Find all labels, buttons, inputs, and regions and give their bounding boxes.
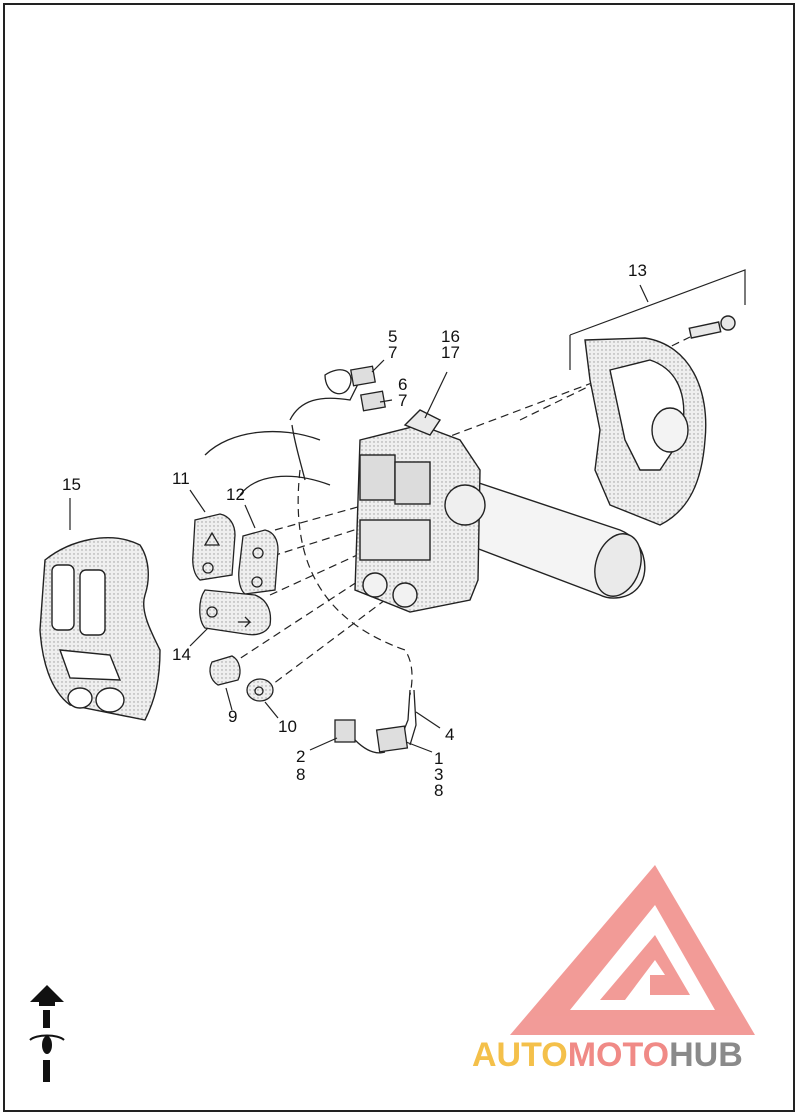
part-5-6-connectors — [324, 365, 386, 412]
callout-14: 14 — [172, 645, 191, 664]
callout-6: 6 — [398, 375, 407, 394]
callout-7-upper: 7 — [388, 343, 397, 362]
part-1-2-3-connectors — [334, 719, 409, 754]
callout-12: 12 — [226, 485, 245, 504]
callout-4: 4 — [445, 725, 454, 744]
part-12-switch-cap — [238, 529, 279, 595]
part-11-hazard-switch-cap — [192, 513, 236, 581]
callout-3: 3 — [434, 765, 443, 784]
callout-2: 2 — [296, 747, 305, 766]
watermark-moto: MOTO — [568, 1036, 669, 1074]
callout-7-lower: 7 — [398, 391, 407, 410]
handlebar-grip — [454, 479, 646, 599]
part-15-housing-cover — [39, 537, 161, 721]
callout-10: 10 — [278, 717, 297, 736]
callout-11: 11 — [172, 469, 190, 488]
watermark-auto: AUTO — [472, 1036, 568, 1074]
watermark-hub: HUB — [669, 1036, 743, 1074]
callout-16: 16 — [441, 327, 460, 346]
callout-5: 5 — [388, 327, 397, 346]
callout-9: 9 — [228, 707, 237, 726]
callout-leaders — [69, 359, 448, 753]
watermark-text: AUTOMOTOHUB — [472, 1036, 743, 1074]
part-14-turn-signal-cap — [199, 589, 272, 636]
part-10-switch-cap — [246, 678, 274, 702]
diagram-frame — [3, 3, 795, 1112]
part-13-housing-cover — [584, 315, 736, 526]
callout-8-right: 8 — [434, 781, 443, 800]
watermark-logo — [510, 865, 755, 1035]
wire-harness — [204, 379, 417, 746]
callout-15: 15 — [62, 475, 81, 494]
callout-17: 17 — [441, 343, 460, 362]
part-16-17-switch-assembly — [354, 409, 486, 613]
front-direction-arrow-icon — [29, 985, 65, 1082]
callout-labels: 13 5 7 6 7 16 17 15 11 12 14 9 10 4 2 8 … — [62, 261, 647, 800]
callout-13: 13 — [628, 261, 647, 280]
callout-8-left: 8 — [296, 765, 305, 784]
part-9-switch-cap — [209, 655, 241, 686]
callout-1: 1 — [434, 749, 443, 768]
